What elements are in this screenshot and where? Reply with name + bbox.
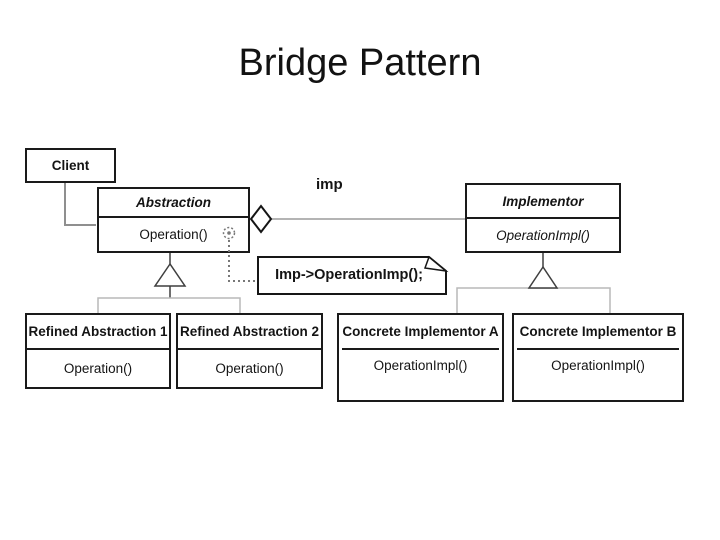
inheritance-triangle-icon-left bbox=[153, 262, 187, 287]
inheritance-triangle-icon-right bbox=[527, 265, 559, 289]
class-box-abstraction: Abstraction Operation() bbox=[97, 187, 250, 253]
class-name-implementor: Implementor bbox=[502, 193, 584, 209]
class-name-client: Client bbox=[51, 158, 90, 173]
class-box-concrete-implementor-a: Concrete Implementor A OperationImpl() bbox=[337, 313, 504, 402]
class-box-refined-abstraction-2: Refined Abstraction 2 Operation() bbox=[176, 313, 323, 389]
class-name-refined-abstraction-1: Refined Abstraction 1 bbox=[28, 324, 168, 339]
slide-title: Bridge Pattern bbox=[238, 42, 482, 84]
class-box-client: Client bbox=[25, 148, 116, 183]
class-box-concrete-implementor-b: Concrete Implementor B OperationImpl() bbox=[512, 313, 684, 402]
class-box-implementor: Implementor OperationImpl() bbox=[465, 183, 621, 253]
refined-abstractions-branch-connector bbox=[97, 297, 241, 313]
class-method-refined-abstraction-1: Operation() bbox=[27, 348, 169, 387]
class-name-concrete-implementor-b: Concrete Implementor B bbox=[519, 324, 677, 339]
class-method-abstraction: Operation() bbox=[99, 216, 248, 251]
client-abstraction-connector bbox=[64, 183, 96, 226]
concrete-implementors-branch-connector bbox=[456, 287, 611, 313]
empty-section bbox=[514, 381, 682, 400]
class-method-concrete-implementor-a: OperationImpl() bbox=[342, 348, 499, 381]
class-method-implementor: OperationImpl() bbox=[467, 217, 619, 251]
class-box-refined-abstraction-1: Refined Abstraction 1 Operation() bbox=[25, 313, 171, 389]
imp-role-label: imp bbox=[316, 176, 343, 193]
empty-section bbox=[339, 381, 502, 400]
class-name-abstraction: Abstraction bbox=[135, 195, 211, 210]
aggregation-diamond-icon bbox=[249, 204, 273, 234]
class-name-concrete-implementor-a: Concrete Implementor A bbox=[342, 324, 499, 339]
class-method-concrete-implementor-b: OperationImpl() bbox=[517, 348, 679, 381]
class-method-refined-abstraction-2: Operation() bbox=[178, 348, 321, 387]
uml-note-text: Imp->OperationImp(); bbox=[275, 267, 423, 283]
class-name-refined-abstraction-2: Refined Abstraction 2 bbox=[179, 324, 320, 339]
